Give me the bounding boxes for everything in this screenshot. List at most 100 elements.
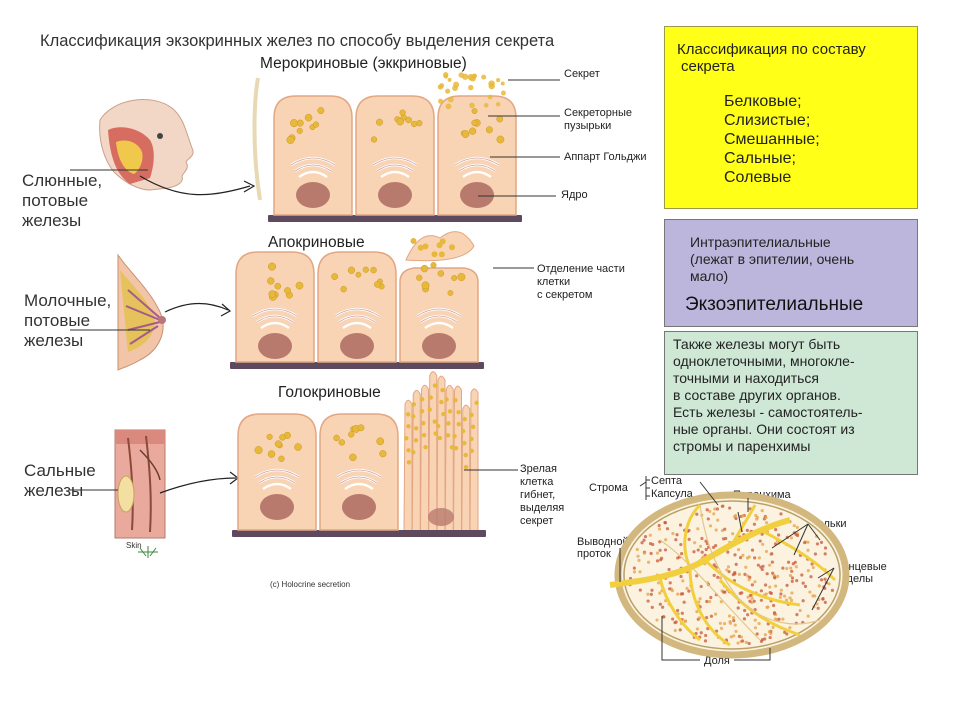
terminal-acinus bbox=[683, 619, 687, 623]
terminal-acinus bbox=[753, 608, 757, 612]
terminal-acinus bbox=[763, 633, 767, 637]
basement-membrane bbox=[230, 362, 484, 369]
terminal-acinus bbox=[744, 565, 748, 569]
terminal-acinus bbox=[808, 590, 812, 594]
secretory-granule bbox=[278, 455, 285, 462]
skin-illustration bbox=[114, 429, 166, 539]
secretory-granule bbox=[468, 127, 477, 135]
terminal-acinus bbox=[830, 588, 835, 592]
terminal-acinus bbox=[765, 572, 769, 576]
terminal-acinus bbox=[695, 610, 699, 614]
info-text: Также железы могут быть одноклеточными, … bbox=[673, 336, 863, 454]
cell-nucleus bbox=[422, 333, 456, 359]
terminal-acinus bbox=[738, 556, 743, 560]
terminal-acinus bbox=[671, 617, 675, 621]
merocrine-title: Мерокриновые (эккриновые) bbox=[260, 55, 467, 72]
terminal-acinus bbox=[789, 566, 793, 570]
secretory-granule bbox=[421, 421, 426, 426]
secretory-granule bbox=[375, 118, 383, 126]
epithelial-cell bbox=[237, 413, 317, 531]
secretory-granule bbox=[471, 108, 478, 114]
terminal-acinus bbox=[796, 533, 800, 538]
terminal-acinus bbox=[760, 509, 764, 513]
epithelial-cell bbox=[317, 251, 397, 363]
secretory-granule bbox=[449, 445, 455, 450]
terminal-acinus bbox=[637, 558, 641, 562]
terminal-acinus bbox=[703, 639, 708, 643]
released-secret bbox=[495, 102, 501, 107]
secretory-granule bbox=[419, 409, 425, 414]
terminal-acinus bbox=[743, 572, 747, 576]
secretory-granule bbox=[374, 281, 381, 288]
terminal-acinus bbox=[774, 528, 778, 532]
secretory-granule bbox=[416, 120, 423, 127]
terminal-acinus bbox=[772, 603, 776, 608]
secretory-granule bbox=[439, 399, 444, 405]
terminal-acinus bbox=[750, 583, 754, 587]
terminal-acinus bbox=[806, 614, 810, 618]
terminal-acinus bbox=[728, 620, 732, 624]
secretory-granule bbox=[274, 440, 282, 448]
terminal-acinus bbox=[734, 513, 738, 518]
terminal-acinus bbox=[655, 618, 659, 622]
composition-item: Солевые bbox=[724, 169, 792, 186]
terminal-acinus bbox=[704, 547, 708, 552]
secretory-granule bbox=[421, 281, 430, 290]
secretory-granule bbox=[254, 446, 263, 455]
terminal-acinus bbox=[665, 527, 670, 531]
secretory-granule bbox=[437, 435, 443, 441]
terminal-acinus bbox=[716, 518, 720, 522]
terminal-acinus bbox=[732, 619, 736, 623]
terminal-acinus bbox=[642, 538, 646, 542]
terminal-acinus bbox=[754, 513, 758, 518]
terminal-acinus bbox=[761, 564, 765, 568]
terminal-acinus bbox=[821, 597, 825, 601]
epithelial-cell bbox=[235, 251, 315, 363]
terminal-acinus bbox=[803, 584, 808, 588]
terminal-acinus bbox=[678, 523, 683, 527]
cell-nucleus bbox=[340, 333, 374, 359]
terminal-acinus bbox=[785, 583, 789, 587]
terminal-acinus bbox=[643, 535, 648, 539]
cell-fragment bbox=[420, 384, 429, 531]
terminal-acinus bbox=[713, 507, 717, 511]
terminal-acinus bbox=[750, 596, 754, 600]
secretory-granule bbox=[376, 437, 385, 446]
terminal-acinus bbox=[734, 629, 738, 634]
terminal-acinus bbox=[714, 528, 718, 532]
terminal-acinus bbox=[760, 567, 764, 572]
terminal-acinus bbox=[772, 573, 776, 577]
secretory-granule bbox=[437, 270, 445, 277]
composition-item: Смешанные; bbox=[724, 131, 820, 148]
released-secret bbox=[469, 102, 475, 109]
terminal-acinus bbox=[823, 600, 827, 604]
terminal-acinus bbox=[708, 509, 712, 513]
terminal-acinus bbox=[773, 617, 778, 621]
terminal-acinus bbox=[753, 626, 758, 630]
terminal-acinus bbox=[708, 524, 713, 528]
terminal-acinus bbox=[764, 592, 768, 596]
terminal-acinus bbox=[819, 578, 824, 582]
exoepithelial-text: Экзоэпителиальные bbox=[685, 294, 864, 315]
terminal-acinus bbox=[759, 598, 763, 602]
secretory-granule bbox=[496, 135, 505, 144]
terminal-acinus bbox=[705, 616, 709, 620]
terminal-acinus bbox=[679, 542, 683, 547]
terminal-acinus bbox=[699, 631, 703, 635]
secretory-granule bbox=[431, 251, 438, 258]
terminal-acinus bbox=[695, 627, 700, 631]
terminal-acinus bbox=[764, 549, 769, 554]
terminal-acinus bbox=[697, 616, 702, 620]
released-secret bbox=[438, 98, 444, 104]
terminal-acinus bbox=[708, 600, 712, 604]
terminal-acinus bbox=[800, 573, 804, 577]
terminal-acinus bbox=[748, 599, 752, 603]
secretory-granule bbox=[430, 262, 437, 269]
terminal-acinus bbox=[705, 599, 709, 604]
released-secret bbox=[447, 77, 452, 82]
terminal-acinus bbox=[704, 539, 708, 543]
secretory-granule bbox=[444, 397, 449, 402]
released-secret bbox=[453, 81, 460, 88]
callout-golgi: Аппарт Гольджи bbox=[564, 151, 647, 163]
terminal-acinus bbox=[784, 598, 789, 602]
